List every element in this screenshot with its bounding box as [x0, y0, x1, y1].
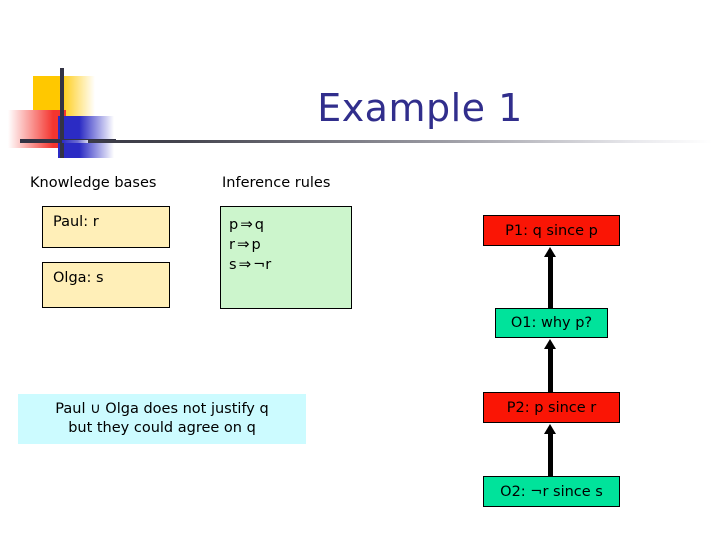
title-divider — [62, 140, 712, 143]
logo-crosshair-vertical-icon — [60, 68, 64, 158]
page-title: Example 1 — [317, 86, 523, 130]
rule-1-antecedent: p — [229, 217, 239, 233]
arrow-shaft-icon — [548, 254, 553, 308]
argument-move-p2: P2: p since r — [483, 392, 620, 423]
logo-blue-square-icon — [58, 116, 114, 158]
argument-move-o1: O1: why p? — [495, 308, 608, 338]
arrow-o1-to-p1-icon — [544, 247, 557, 308]
arrow-o2-to-p2-icon — [544, 424, 557, 476]
arrow-shaft-icon — [548, 346, 553, 392]
arrow-head-icon — [544, 247, 556, 257]
decorative-logo — [0, 60, 130, 160]
inference-rules-heading: Inference rules — [222, 175, 331, 191]
conclusion-note-line-1: Paul ∪ Olga does not justify q — [55, 401, 269, 418]
conclusion-note: Paul ∪ Olga does not justify q but they … — [18, 394, 306, 444]
knowledge-bases-heading: Knowledge bases — [30, 175, 157, 191]
title-divider-accent — [62, 140, 88, 143]
arrow-head-icon — [544, 424, 556, 434]
argument-move-p1: P1: q since p — [483, 215, 620, 246]
inference-rule-2: r⇒p — [229, 235, 351, 254]
rule-3-consequent: ¬r — [253, 257, 272, 274]
conclusion-note-line-2: but they could agree on q — [68, 420, 256, 436]
rule-2-consequent: p — [251, 237, 261, 254]
arrow-p2-to-o1-icon — [544, 339, 557, 392]
rule-3-operator-icon: ⇒ — [238, 255, 252, 274]
rule-1-consequent: q — [254, 217, 265, 233]
arrow-shaft-icon — [548, 431, 553, 476]
knowledge-base-olga: Olga: s — [42, 262, 170, 308]
inference-rule-1: p⇒q — [229, 215, 351, 234]
rule-2-antecedent: r — [229, 237, 235, 254]
rule-2-operator-icon: ⇒ — [236, 235, 250, 254]
arrow-head-icon — [544, 339, 556, 349]
inference-rule-3: s⇒¬r — [229, 255, 351, 274]
rule-1-operator-icon: ⇒ — [240, 215, 253, 233]
inference-rules-box: p⇒q r⇒p s⇒¬r — [220, 206, 352, 309]
rule-3-antecedent: s — [229, 257, 237, 274]
argument-move-o2: O2: ¬r since s — [483, 476, 620, 507]
knowledge-base-paul: Paul: r — [42, 206, 170, 248]
